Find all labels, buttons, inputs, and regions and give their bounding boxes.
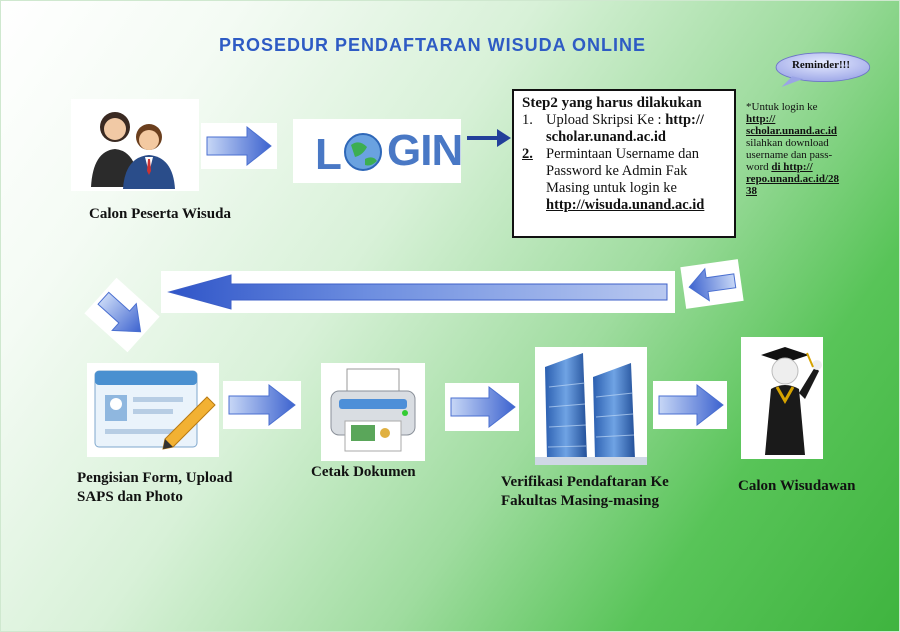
arrow-box-2 bbox=[223, 381, 301, 429]
steps-box: Step2 yang harus dilakukan 1. Upload Skr… bbox=[512, 89, 736, 238]
arrow-box-long bbox=[161, 271, 675, 313]
steps-heading: Step2 yang harus dilakukan bbox=[522, 95, 702, 111]
building-card bbox=[535, 347, 647, 465]
long-left-arrow-icon bbox=[167, 274, 668, 310]
printer-card bbox=[321, 363, 425, 461]
page-title: PROSEDUR PENDAFTARAN WISUDA ONLINE bbox=[219, 35, 647, 55]
label-calon-wisudawan: Calon Wisudawan bbox=[738, 478, 856, 494]
label-calon-peserta: Calon Peserta Wisuda bbox=[89, 206, 231, 222]
arrow-box-diagonal bbox=[84, 277, 160, 353]
steps-list: 1. Upload Skripsi Ke : http:// scholar.u… bbox=[522, 112, 726, 214]
arrow-box-1 bbox=[201, 123, 277, 169]
building-icon bbox=[535, 353, 647, 465]
printer-icon bbox=[330, 368, 416, 452]
reminder-middle: silahkan download username dan pass-word bbox=[746, 137, 833, 173]
right-arrow-icon bbox=[658, 383, 724, 427]
svg-text:L: L bbox=[315, 130, 342, 179]
login-card: L GIN bbox=[293, 119, 463, 183]
right-arrow-icon bbox=[450, 385, 516, 429]
arrow-box-3 bbox=[445, 383, 519, 431]
arrow-box-4 bbox=[653, 381, 727, 429]
label-cetak-dokumen: Cetak Dokumen bbox=[311, 464, 416, 480]
label-pengisian-form: Pengisian Form, Upload SAPS dan Photo bbox=[77, 470, 233, 505]
step-item-2: 2. Permintaan Username dan Password ke A… bbox=[522, 146, 726, 214]
step-number-1: 1. bbox=[522, 112, 533, 128]
left-arrow-icon bbox=[688, 267, 737, 302]
form-edit-icon bbox=[94, 370, 216, 450]
graduate-icon bbox=[761, 347, 822, 455]
reminder-bubble-icon bbox=[775, 52, 871, 87]
right-arrow-icon bbox=[228, 383, 296, 427]
arrow-box-return bbox=[680, 259, 744, 309]
step-item-1: 1. Upload Skripsi Ke : http:// scholar.u… bbox=[522, 112, 726, 146]
reminder-note: *Untuk login ke http:// scholar.unand.ac… bbox=[746, 101, 846, 197]
candidate-card bbox=[71, 99, 199, 191]
dark-right-arrow-icon bbox=[467, 129, 511, 147]
label-verifikasi: Verifikasi Pendaftaran Ke Fakultas Masin… bbox=[501, 474, 669, 509]
step-number-2: 2. bbox=[522, 146, 533, 162]
wisuda-link[interactable]: http://wisuda.unand.ac.id bbox=[546, 197, 705, 213]
graduate-card bbox=[741, 337, 823, 459]
down-right-arrow-icon bbox=[97, 291, 142, 333]
reminder-link-scholar[interactable]: http:// scholar.unand.ac.id bbox=[746, 113, 837, 137]
form-card bbox=[87, 363, 219, 457]
login-logo-icon: L bbox=[315, 130, 382, 179]
step-text-1: Upload Skripsi Ke : bbox=[546, 112, 666, 128]
people-icon bbox=[91, 112, 175, 189]
scholar-link[interactable]: http:// scholar.unand.ac.id bbox=[546, 112, 704, 145]
reminder-prefix: *Untuk login ke bbox=[746, 101, 818, 113]
step-text-2: Permintaan Username dan Password ke Admi… bbox=[546, 146, 700, 196]
reminder-link-repo[interactable]: di http:// repo.unand.ac.id/28 38 bbox=[746, 161, 840, 197]
login-logo-text: GIN bbox=[387, 126, 463, 175]
reminder-title: Reminder!!! bbox=[791, 59, 851, 71]
right-arrow-icon bbox=[206, 125, 272, 167]
